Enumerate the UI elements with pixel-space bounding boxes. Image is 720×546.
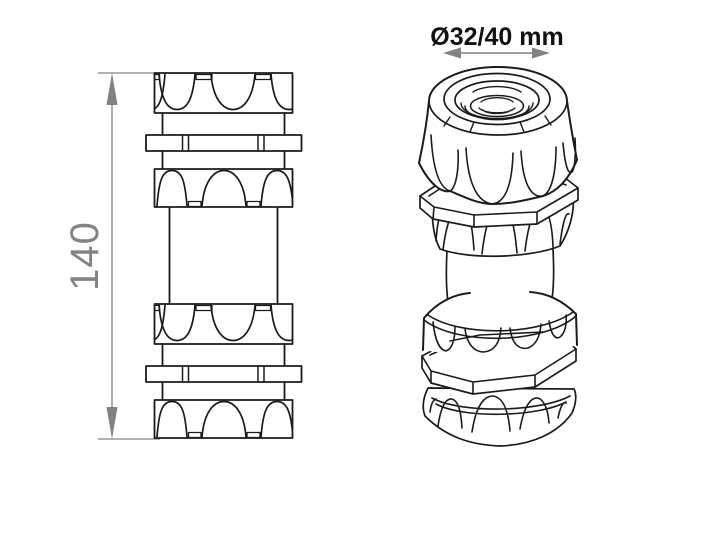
height-dimension: 140 — [63, 72, 160, 440]
dimension-arrow-right-icon — [532, 47, 550, 59]
dimension-lines — [98, 72, 160, 440]
upper-assembly — [137, 73, 307, 207]
bore-hole — [469, 94, 525, 118]
lower-dome-cap — [422, 387, 577, 447]
coupling-side-outline — [137, 73, 307, 438]
coupling-perspective-outline — [418, 66, 579, 447]
pipe-body-side — [168, 206, 279, 305]
lower-knurl-band — [422, 291, 578, 355]
side-view: 140 — [63, 72, 307, 440]
diameter-dimension: Ø32/40 mm — [430, 23, 564, 59]
perspective-view: Ø32/40 mm — [418, 23, 579, 447]
threaded-opening — [443, 72, 551, 126]
dimension-arrow-down-icon — [106, 407, 118, 439]
height-dimension-label: 140 — [63, 221, 107, 291]
dimension-arrow-up-icon — [106, 73, 118, 105]
diameter-dimension-label: Ø32/40 mm — [430, 23, 563, 51]
lower-assembly — [137, 304, 307, 438]
dimension-arrow-left-icon — [443, 47, 461, 59]
